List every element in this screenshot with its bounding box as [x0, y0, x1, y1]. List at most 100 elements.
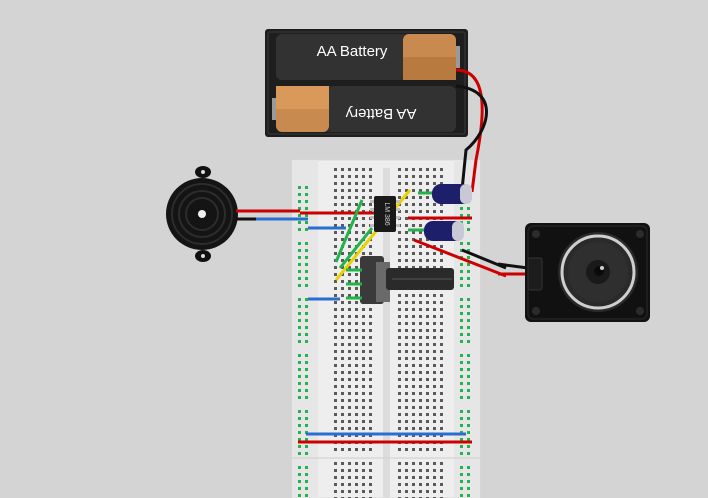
breadboard-hole	[405, 182, 408, 185]
rail-hole	[467, 340, 470, 343]
breadboard-hole	[355, 371, 358, 374]
breadboard-hole	[433, 266, 436, 269]
breadboard-hole	[426, 392, 429, 395]
breadboard-hole	[334, 392, 337, 395]
breadboard-hole	[341, 266, 344, 269]
breadboard-hole	[426, 469, 429, 472]
breadboard-hole	[412, 427, 415, 430]
amplifier-chip: LM 386	[370, 196, 400, 232]
breadboard-hole	[412, 413, 415, 416]
breadboard-hole	[355, 448, 358, 451]
breadboard-hole	[398, 175, 401, 178]
breadboard-hole	[405, 245, 408, 248]
breadboard-hole	[419, 196, 422, 199]
breadboard-hole	[419, 259, 422, 262]
rail-hole	[460, 382, 463, 385]
rail-hole	[298, 480, 301, 483]
breadboard-hole	[426, 343, 429, 346]
breadboard-hole	[440, 420, 443, 423]
breadboard-hole	[341, 399, 344, 402]
breadboard-hole	[398, 399, 401, 402]
breadboard-hole	[405, 448, 408, 451]
breadboard-hole	[412, 203, 415, 206]
breadboard-hole	[426, 462, 429, 465]
breadboard-hole	[348, 266, 351, 269]
breadboard-hole	[341, 336, 344, 339]
breadboard-hole	[440, 294, 443, 297]
rail-hole	[460, 466, 463, 469]
breadboard-hole	[440, 343, 443, 346]
breadboard-hole	[419, 476, 422, 479]
rail-hole	[305, 256, 308, 259]
breadboard-hole	[355, 301, 358, 304]
breadboard-hole	[355, 266, 358, 269]
breadboard-hole	[426, 196, 429, 199]
breadboard-hole	[355, 364, 358, 367]
breadboard-hole	[405, 476, 408, 479]
rail-hole	[467, 396, 470, 399]
breadboard-hole	[433, 413, 436, 416]
breadboard-hole	[440, 266, 443, 269]
breadboard-hole	[426, 238, 429, 241]
breadboard-hole	[426, 266, 429, 269]
rail-hole	[298, 375, 301, 378]
breadboard-hole	[398, 189, 401, 192]
breadboard-hole	[398, 168, 401, 171]
breadboard-hole	[398, 406, 401, 409]
breadboard-hole	[433, 476, 436, 479]
breadboard-hole	[362, 336, 365, 339]
rail-hole	[467, 480, 470, 483]
breadboard-hole	[398, 266, 401, 269]
breadboard-hole	[341, 280, 344, 283]
breadboard-hole	[348, 413, 351, 416]
breadboard-hole	[405, 322, 408, 325]
rail-hole	[460, 438, 463, 441]
breadboard-hole	[419, 315, 422, 318]
breadboard-hole	[341, 371, 344, 374]
green-wire-1	[334, 199, 364, 263]
breadboard-hole	[412, 252, 415, 255]
rail-hole	[305, 207, 308, 210]
breadboard-hole	[440, 413, 443, 416]
breadboard-hole	[355, 168, 358, 171]
rail-hole	[467, 368, 470, 371]
breadboard-hole	[433, 399, 436, 402]
breadboard-hole	[426, 406, 429, 409]
battery-cell-top: AA Battery	[276, 34, 460, 80]
breadboard-hole	[398, 364, 401, 367]
breadboard-hole	[426, 315, 429, 318]
breadboard-hole	[334, 238, 337, 241]
breadboard-hole	[440, 406, 443, 409]
breadboard-hole	[426, 182, 429, 185]
breadboard-hole	[433, 364, 436, 367]
battery-cell-bottom: AA Battery	[272, 86, 456, 132]
breadboard-hole	[362, 189, 365, 192]
breadboard-rail-holes	[298, 186, 470, 497]
breadboard-hole	[334, 175, 337, 178]
breadboard-hole	[398, 196, 401, 199]
rail-hole	[298, 312, 301, 315]
breadboard-hole	[348, 469, 351, 472]
breadboard-hole	[405, 350, 408, 353]
breadboard-hole	[412, 336, 415, 339]
breadboard-hole	[369, 343, 372, 346]
breadboard-hole	[341, 252, 344, 255]
breadboard-hole	[426, 329, 429, 332]
rail-hole	[298, 221, 301, 224]
breadboard-hole	[426, 483, 429, 486]
breadboard-hole	[398, 231, 401, 234]
breadboard-hole	[334, 343, 337, 346]
rail-hole	[305, 417, 308, 420]
breadboard-hole	[405, 371, 408, 374]
breadboard-hole	[405, 336, 408, 339]
breadboard-hole	[341, 301, 344, 304]
breadboard-hole	[398, 462, 401, 465]
breadboard-hole	[334, 280, 337, 283]
breadboard-hole	[369, 364, 372, 367]
rail-hole	[305, 340, 308, 343]
capacitor-top	[418, 184, 472, 204]
rail-hole	[298, 305, 301, 308]
rail-hole	[298, 228, 301, 231]
breadboard-hole	[412, 392, 415, 395]
breadboard-hole	[362, 462, 365, 465]
